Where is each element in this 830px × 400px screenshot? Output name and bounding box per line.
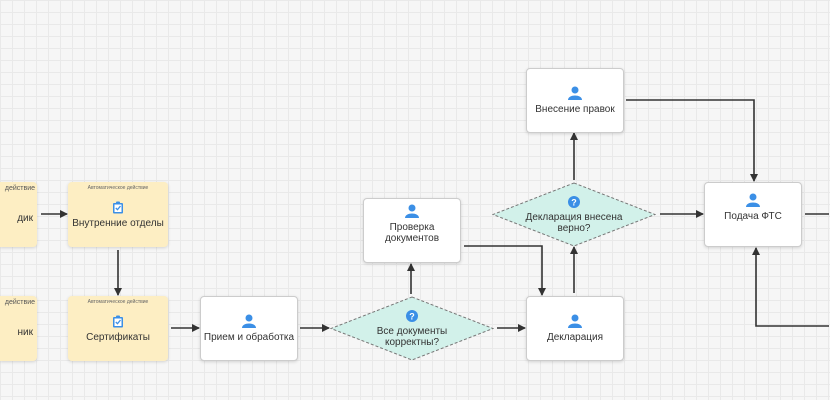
node-label: дик: [17, 213, 33, 224]
svg-text:?: ?: [409, 311, 415, 321]
auto-node-certs[interactable]: Автоматическое действие Сертификаты: [68, 296, 168, 361]
node-label: Подача ФТС: [724, 211, 782, 222]
task-check[interactable]: Проверка документов: [363, 198, 461, 263]
edge: [626, 99, 758, 182]
node-label: ник: [17, 327, 33, 338]
user-icon: [405, 204, 419, 218]
edge: [752, 247, 829, 327]
node-header: Автоматическое действие: [87, 185, 149, 191]
edge: [464, 245, 546, 296]
question-icon: ?: [406, 309, 418, 322]
gateway-label: Все документы корректны?: [376, 325, 448, 348]
node-label: Прием и обработка: [203, 332, 295, 343]
gateway-declaration[interactable]: ? Декларация внесена верно?: [492, 182, 656, 247]
clipboard-check-icon: [113, 201, 123, 213]
node-label: Проверка документов: [384, 221, 440, 244]
user-icon: [568, 86, 582, 100]
user-icon: [746, 193, 760, 207]
node-label: Внутренние отделы: [72, 217, 164, 229]
user-icon: [568, 314, 582, 328]
task-fts[interactable]: Подача ФТС: [704, 182, 802, 247]
user-icon: [242, 314, 256, 328]
node-header: действие: [4, 299, 35, 306]
question-icon: ?: [568, 195, 580, 208]
auto-node-left-bottom[interactable]: действие ник: [0, 296, 37, 361]
task-declaration[interactable]: Декларация: [526, 296, 624, 361]
gateway-label: Декларация внесена верно?: [525, 211, 623, 234]
node-label: Сертификаты: [86, 331, 150, 343]
auto-node-left-top[interactable]: действие дик: [0, 182, 37, 247]
node-header: действие: [4, 185, 35, 192]
clipboard-check-icon: [113, 315, 123, 327]
gateway-docs[interactable]: ? Все документы корректны?: [330, 296, 494, 361]
svg-text:?: ?: [571, 197, 577, 207]
auto-node-internal[interactable]: Автоматическое действие Внутренние отдел…: [68, 182, 168, 247]
node-header: Автоматическое действие: [87, 299, 149, 305]
task-fix[interactable]: Внесение правок: [526, 68, 624, 133]
task-intake[interactable]: Прием и обработка: [200, 296, 298, 361]
node-label: Внесение правок: [535, 104, 615, 115]
node-label: Декларация: [546, 332, 604, 343]
